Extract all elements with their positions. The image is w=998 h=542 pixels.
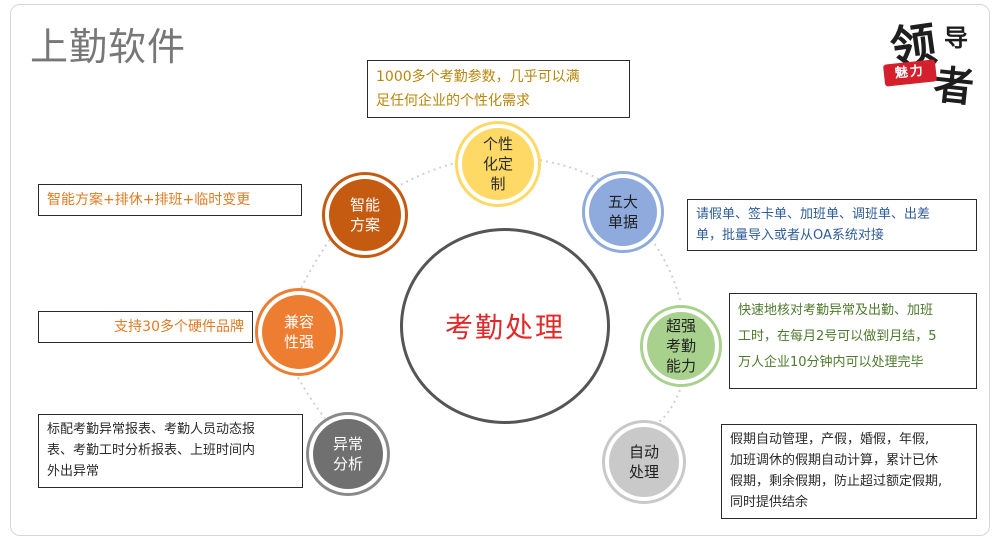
desc-strong-attendance: 快速地核对考勤异常及出勤、加班 工时，在每月2号可以做到月结，5 万人企业10分… xyxy=(729,293,977,389)
desc-five-documents: 请假单、签卡单、加班单、调班单、出差 单，批量导入或者从OA系统对接 xyxy=(687,199,977,251)
node-anomaly-analysis: 异常 分析 xyxy=(306,412,390,496)
node-label: 兼容 性强 xyxy=(283,313,314,351)
desc-anomaly-analysis: 标配考勤异常报表、考勤人员动态报 表、考勤工时分析报表、上班时间内 外出异常 xyxy=(38,414,303,488)
node-core: 五大 单据 xyxy=(589,178,657,246)
node-core: 兼容 性强 xyxy=(262,295,336,369)
desc-smart-plan: 智能方案+排休+排班+临时变更 xyxy=(38,184,302,216)
desc-auto-processing: 假期自动管理，产假，婚假，年假, 加班调休的假期自动计算，累计已休 假期，剩余假… xyxy=(721,424,977,519)
node-label: 五大 单据 xyxy=(607,193,638,231)
connector-arc xyxy=(539,159,601,181)
node-label: 自动 处理 xyxy=(628,443,659,481)
connector-arc xyxy=(359,159,471,211)
node-label: 个性 化定 制 xyxy=(482,135,513,193)
node-label: 超强 考勤 能力 xyxy=(665,317,696,375)
node-core: 异常 分析 xyxy=(313,419,383,489)
page-title: 上勤软件 xyxy=(30,25,187,69)
node-five-documents: 五大 单据 xyxy=(582,171,664,253)
node-core: 智能 方案 xyxy=(329,179,401,251)
brand-logo: 领 导 者 魅力 xyxy=(876,10,982,112)
center-circle: 考勤处理 xyxy=(400,228,610,424)
desc-personalized: 1000多个考勤参数，几乎可以满 足任何企业的个性化需求 xyxy=(367,60,630,118)
center-label: 考勤处理 xyxy=(444,311,565,344)
node-label: 智能 方案 xyxy=(349,196,380,234)
node-smart-plan: 智能 方案 xyxy=(322,172,408,258)
connector-arc xyxy=(294,371,326,419)
node-compatibility: 兼容 性强 xyxy=(255,288,343,376)
node-strong-attendance: 超强 考勤 能力 xyxy=(640,305,722,387)
node-auto-processing: 自动 处理 xyxy=(602,420,686,504)
connector-arc xyxy=(654,389,681,426)
node-personalized-customization: 个性 化定 制 xyxy=(455,121,541,207)
node-core: 自动 处理 xyxy=(609,427,679,497)
desc-compatibility: 支持30多个硬件品牌 xyxy=(38,311,253,343)
node-core: 个性 化定 制 xyxy=(462,128,534,200)
node-core: 超强 考勤 能力 xyxy=(647,312,715,380)
logo-char-2: 导 xyxy=(944,23,968,52)
node-label: 异常 分析 xyxy=(332,435,363,473)
